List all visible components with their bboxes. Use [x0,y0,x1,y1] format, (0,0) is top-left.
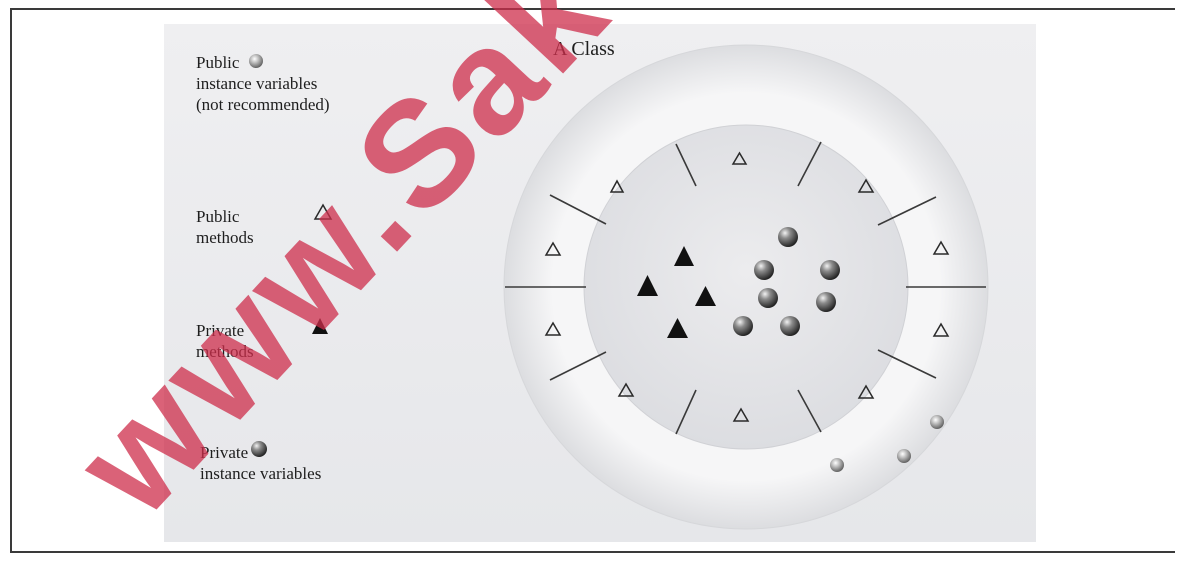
diagram-title: A Class [553,38,615,60]
legend-private-instance-variables: Private instance variables [200,442,321,484]
public-method-triangle [731,151,748,165]
private-variable-sphere [820,260,840,280]
legend-public-variable-icon [249,54,263,68]
legend-public-methods: Public methods [196,206,254,248]
legend-public-instance-variables: Public instance variables (not recommend… [196,52,330,115]
private-variable-sphere [780,316,800,336]
private-method-triangle [674,246,694,266]
private-method-triangle [637,275,658,296]
legend-public-method-icon [313,203,333,220]
legend-private-instance-variables-line-2: instance variables [200,464,322,483]
legend-public-instance-variables-line-2: instance variables [196,74,318,93]
ring-divider [675,143,697,187]
legend-public-methods-line-1: Public [196,207,240,226]
public-method-triangle [544,241,562,256]
private-variable-sphere [758,288,778,308]
ring-divider [797,389,822,433]
public-method-triangle [609,179,625,193]
public-variable-sphere [897,449,911,463]
private-method-triangle [667,318,688,338]
public-method-triangle [617,382,635,397]
public-method-triangle [857,384,875,399]
public-method-triangle [857,178,875,193]
ring-divider [549,194,607,225]
private-variable-sphere [754,260,774,280]
public-method-triangle [932,322,950,337]
legend-private-methods-line-1: Private [196,321,245,340]
private-variable-sphere [816,292,836,312]
public-variable-sphere [930,415,944,429]
public-method-triangle [732,407,750,422]
private-variable-sphere [778,227,798,247]
ring-divider [797,141,822,187]
ring-divider [675,389,697,435]
legend-private-methods: Private methods [196,320,254,362]
ring-divider [877,196,937,226]
ring-divider [877,349,937,379]
legend-private-variable-icon [251,441,267,457]
legend-public-methods-line-2: methods [196,228,254,247]
legend-public-instance-variables-line-3: (not recommended) [196,95,330,114]
ring-divider [549,351,607,381]
public-method-triangle [932,240,950,255]
legend-private-instance-variables-line-1: Private [200,443,249,462]
ring-dividers [505,141,986,435]
legend-private-methods-line-2: methods [196,342,254,361]
public-variable-sphere [830,458,844,472]
legend-private-method-icon [312,318,328,334]
private-method-triangle [695,286,716,306]
private-variable-sphere [733,316,753,336]
public-method-triangle [544,321,562,336]
private-core-circle [583,124,909,450]
legend-public-instance-variables-line-1: Public [196,53,240,72]
